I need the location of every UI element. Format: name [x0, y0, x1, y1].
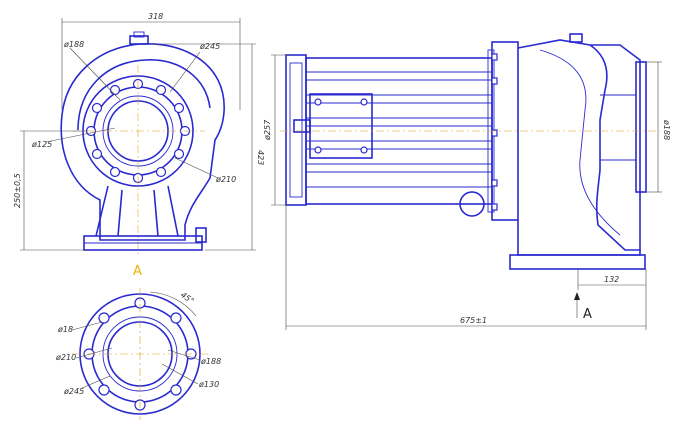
leader-210	[75, 347, 113, 359]
motor-end-inner	[289, 62, 303, 198]
bolt-hole	[109, 166, 121, 178]
leader-188	[167, 349, 201, 361]
dim-width: 318	[148, 12, 163, 21]
motor-end-cover	[285, 54, 307, 206]
volute-outline	[60, 43, 225, 241]
dim-125: ø125	[31, 140, 52, 149]
dim-angle: 45°	[179, 290, 196, 306]
bolt-hole	[155, 166, 167, 178]
dim-side-188: ø188	[662, 119, 671, 140]
dim-130: ø130	[198, 380, 219, 389]
casing-side	[517, 39, 641, 251]
cable-gland	[293, 119, 311, 133]
side-base	[509, 254, 646, 270]
dim-18: ø18	[57, 325, 73, 334]
view-label-a: A	[133, 264, 142, 279]
flange-view-a: 45° ø18 ø210 ø188 ø130 ø245	[55, 288, 221, 420]
screw	[360, 146, 368, 154]
top-plug	[133, 31, 145, 38]
volute-inner	[77, 59, 211, 131]
dim-a-245: ø245	[63, 387, 84, 396]
casing-inner	[539, 49, 621, 236]
bolt-hole	[170, 384, 182, 396]
leader-245	[169, 51, 201, 93]
leader-130	[161, 363, 199, 385]
outlet-flange	[635, 61, 647, 193]
screw	[314, 146, 322, 154]
screw	[314, 98, 322, 106]
lifting-eye	[459, 191, 485, 217]
flange-bolts	[491, 53, 498, 211]
bolt-hole	[91, 148, 103, 160]
angle-arc	[149, 291, 197, 317]
leader-18	[71, 321, 103, 331]
leader-245	[81, 375, 111, 389]
leader-210	[174, 157, 219, 179]
leader-188	[69, 47, 121, 101]
dim-132: 132	[604, 275, 619, 284]
bolt-hole	[155, 84, 167, 96]
dim-188: ø188	[63, 40, 84, 49]
cooling-fins	[306, 71, 492, 188]
bolt-hole	[109, 84, 121, 96]
pedestal	[95, 185, 179, 237]
bolt-hole	[98, 312, 110, 324]
leader-125	[45, 127, 116, 143]
dim-257: ø257	[263, 119, 272, 141]
bolt-hole	[173, 102, 185, 114]
dim-a-188: ø188	[200, 357, 221, 366]
bolt-hole	[91, 102, 103, 114]
top-boss	[129, 35, 149, 45]
view-arrow-label: A	[583, 307, 592, 322]
dim-245: ø245	[199, 42, 220, 51]
front-view: 318 423 250±0,5 ø188 ø245 ø125 ø210 A	[13, 12, 265, 279]
side-view: ø257 ø188 132 675±1 A	[263, 33, 671, 330]
drain-plug	[195, 227, 207, 243]
bolt-hole	[173, 148, 185, 160]
bolt-hole	[98, 384, 110, 396]
view-arrow-icon	[574, 292, 580, 300]
screw	[360, 98, 368, 106]
front-bolt-holes	[85, 78, 191, 184]
dim-210: ø210	[215, 175, 236, 184]
dim-height: 423	[256, 150, 265, 165]
vent-plug	[569, 33, 583, 43]
bolt-hole	[170, 312, 182, 324]
dim-a-210: ø210	[55, 353, 76, 362]
dim-axis: 250±0,5	[13, 173, 22, 208]
casing-body	[517, 220, 641, 256]
dim-length: 675±1	[460, 316, 487, 325]
